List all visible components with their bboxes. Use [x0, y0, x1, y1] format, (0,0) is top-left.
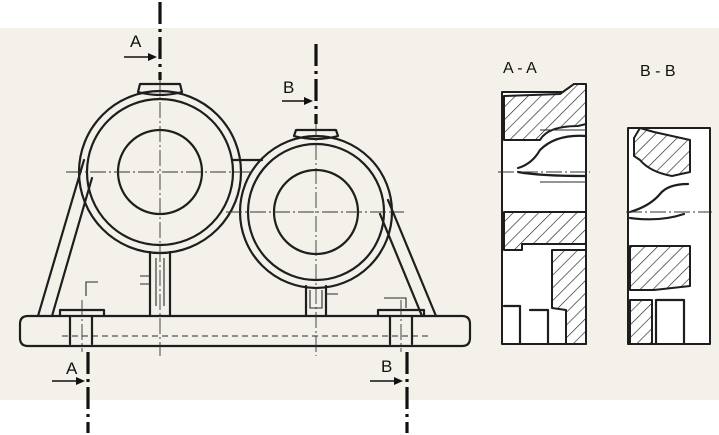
- arrow-a-bottom-head: [76, 377, 85, 385]
- section-b-b-title: B - B: [640, 63, 676, 80]
- right-support-inner: [378, 212, 424, 318]
- section-mark-a-bottom: A: [66, 359, 78, 378]
- bearing-a-oil-hole: [140, 258, 165, 306]
- bearing-b-post: [304, 284, 328, 318]
- section-b-b-base-pocket: [654, 298, 686, 346]
- section-a-a-base-pocket: [502, 304, 550, 346]
- section-b-b-body: [629, 245, 691, 291]
- section-mark-b-top: B: [283, 78, 294, 97]
- section-a-a-body: [503, 211, 587, 251]
- arrow-b-top-head: [304, 97, 313, 105]
- bearing-b-oil-cap: [292, 128, 340, 141]
- left-bolt-hole: [58, 308, 106, 346]
- right-bolt-hook: [384, 297, 407, 308]
- section-a-a-cap: [503, 83, 587, 141]
- section-a-a-title: A - A: [503, 60, 537, 77]
- section-mark-b-bottom: B: [381, 357, 392, 376]
- arrow-b-bottom-head: [394, 377, 403, 385]
- bearing-a-oil-cap: [136, 82, 184, 97]
- arrow-a-top-head: [148, 53, 157, 61]
- front-view: [18, 78, 472, 356]
- section-b-b-cap: [633, 127, 691, 177]
- left-bolt-hook: [85, 281, 98, 296]
- left-support-outer: [36, 158, 86, 318]
- section-b-b-oil-channel: [628, 182, 690, 221]
- base-plate: [18, 314, 472, 348]
- cutting-planes: A B A B: [52, 2, 409, 433]
- section-a-a-bore-edge: [540, 129, 586, 183]
- section-a-a-view: A - A: [498, 60, 590, 346]
- right-support-outer: [386, 198, 438, 318]
- section-a-a-oil-channel: [516, 134, 588, 178]
- paper-background: [0, 28, 719, 400]
- section-b-b-foot: [629, 299, 653, 345]
- section-mark-a-top: A: [130, 32, 142, 51]
- section-b-b-view: B - B: [626, 63, 712, 346]
- section-a-a-foot: [551, 249, 587, 345]
- right-bolt-hole: [376, 308, 426, 346]
